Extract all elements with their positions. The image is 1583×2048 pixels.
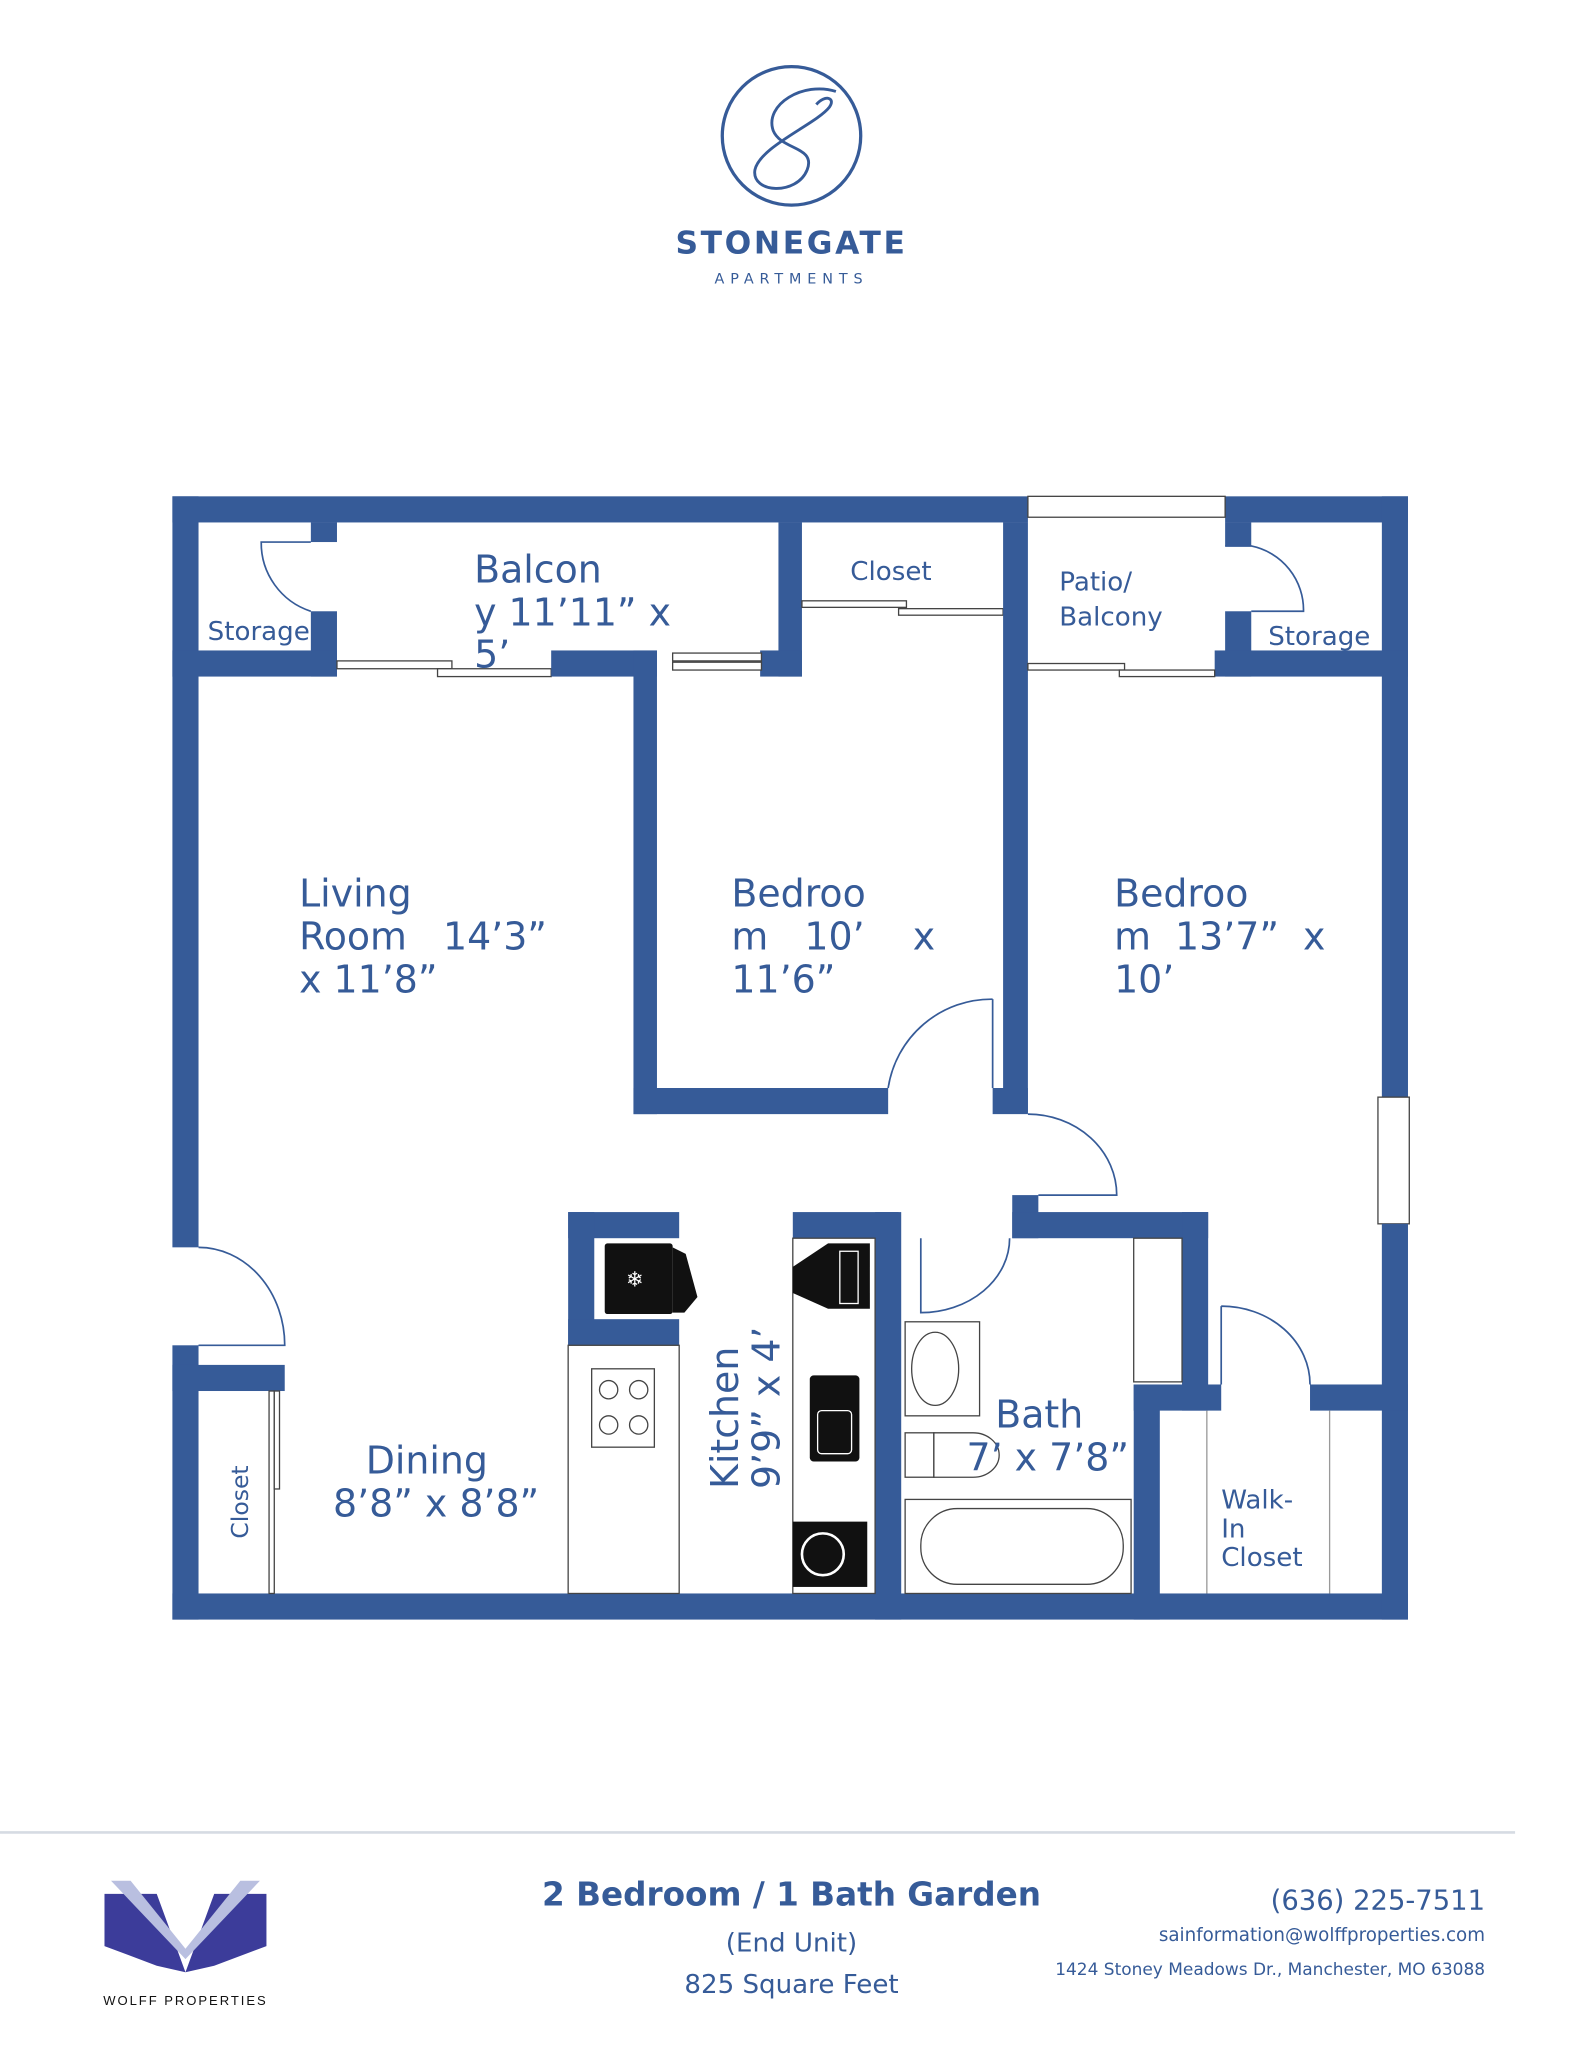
bedroom2-label-2: m 13’7” x — [1114, 915, 1325, 959]
wolff-logo: WOLFF PROPERTIES — [103, 1880, 268, 2008]
balcony-label-2: y 11’11” x — [474, 591, 671, 635]
kitchen-label-1: Kitchen — [703, 1347, 747, 1489]
unit-area: 825 Square Feet — [684, 1970, 898, 2000]
storage-right-label: Storage — [1268, 622, 1370, 652]
refrigerator-icon: ❄ — [604, 1243, 698, 1314]
phone[interactable]: (636) 225-7511 — [1271, 1886, 1485, 1917]
email[interactable]: sainformation@wolffproperties.com — [1159, 1925, 1485, 1946]
brand-sub: APARTMENTS — [715, 271, 869, 287]
sink-icon — [809, 1375, 860, 1462]
bedroom2-label-1: Bedroo — [1114, 871, 1248, 915]
bedroom2-label-3: 10’ — [1114, 958, 1174, 1002]
kitchen-label-2: 9’9” x 4’ — [745, 1327, 789, 1489]
dining-label-2: 8’8” x 8’8” — [333, 1481, 539, 1525]
bath-sink-icon — [904, 1321, 981, 1417]
walkin-label-2: In — [1221, 1514, 1245, 1544]
walkin-label-1: Walk- — [1221, 1486, 1293, 1516]
living-label-2: Room 14’3” — [299, 915, 547, 959]
closet-top-label: Closet — [850, 557, 931, 587]
unit-subtitle: (End Unit) — [726, 1928, 857, 1958]
microwave-icon — [792, 1521, 868, 1587]
bedroom1-label-3: 11’6” — [731, 958, 835, 1002]
company-name: WOLFF PROPERTIES — [103, 1993, 268, 2008]
storage-left-label: Storage — [208, 617, 310, 647]
dining-closet-label: Closet — [226, 1465, 254, 1538]
balcony-label-3: 5’ — [474, 632, 510, 676]
living-label-1: Living — [299, 871, 412, 915]
bathtub-icon — [904, 1498, 1132, 1595]
stonegate-logo: STONEGATE APARTMENTS — [676, 64, 908, 287]
bath-label-2: 7’ x 7’8” — [967, 1436, 1129, 1480]
toilet-icon — [904, 1432, 1000, 1478]
living-label-3: x 11’8” — [299, 958, 437, 1002]
walls — [172, 495, 1410, 1620]
doors[interactable] — [198, 541, 1311, 1385]
bedroom1-label-1: Bedroo — [731, 871, 865, 915]
stove-icon — [591, 1368, 656, 1448]
patio-label-2: Balcony — [1059, 603, 1163, 633]
bath-label-1: Bath — [995, 1393, 1083, 1437]
dishwasher-icon — [792, 1243, 870, 1309]
dining-label-1: Dining — [366, 1438, 488, 1482]
bedroom1-label-2: m 10’ x — [731, 915, 935, 959]
address: 1424 Stoney Meadows Dr., Manchester, MO … — [1055, 1960, 1485, 1980]
svg-text:❄: ❄ — [626, 1269, 644, 1292]
patio-label-1: Patio/ — [1059, 567, 1132, 597]
brand-name: STONEGATE — [676, 225, 908, 261]
balcony-label-1: Balcon — [474, 548, 602, 592]
unit-title: 2 Bedroom / 1 Bath Garden — [542, 1876, 1041, 1914]
walkin-label-3: Closet — [1221, 1543, 1302, 1573]
